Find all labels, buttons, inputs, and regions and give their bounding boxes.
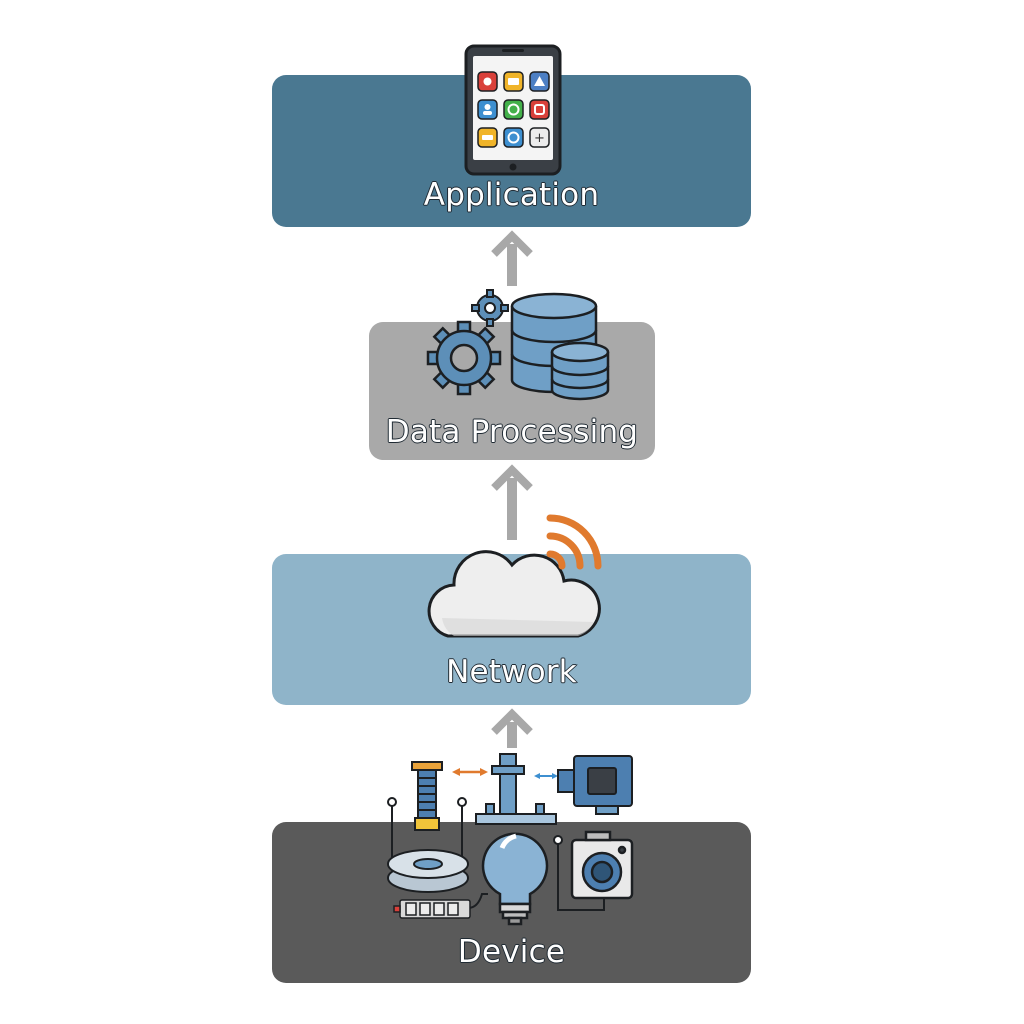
arrow-device-to-network	[491, 708, 533, 748]
network-label: Network	[445, 653, 577, 690]
cloud-wifi-icon	[427, 514, 602, 638]
application-label: Application	[423, 176, 600, 213]
device-label: Device	[457, 933, 566, 970]
iot-devices-icon	[387, 753, 634, 926]
svg-text:+: +	[534, 131, 545, 146]
tablet-apps-icon: +	[464, 44, 562, 176]
gears-database-icon	[426, 289, 610, 401]
data-processing-label: Data Processing	[385, 413, 639, 450]
arrow-processing-to-application	[491, 230, 533, 286]
arrow-network-to-processing	[491, 464, 533, 540]
